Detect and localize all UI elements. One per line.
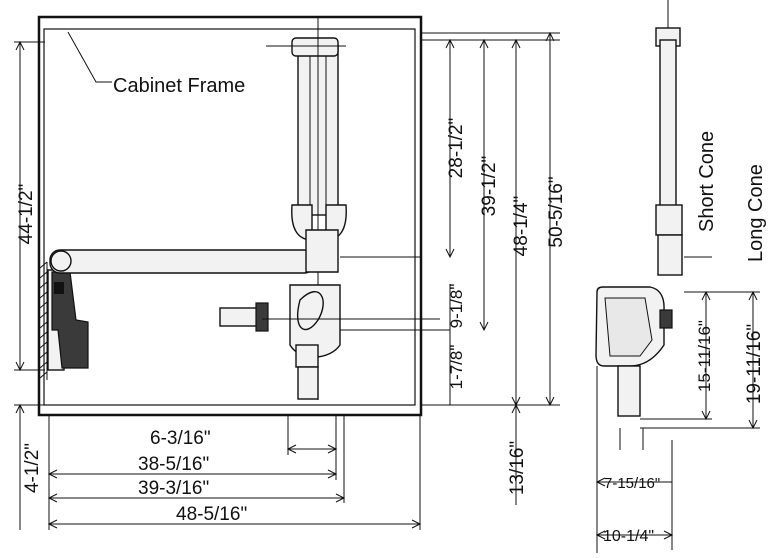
dim-48-label: 48-1/4" <box>511 196 532 257</box>
dim-19-label: 19-11/16" <box>744 324 765 404</box>
side-column <box>659 39 677 211</box>
horizontal-arm <box>49 249 315 274</box>
tube-head-knob <box>296 291 324 331</box>
dim-38-label: 38-5/16" <box>138 454 209 475</box>
arm-pivot <box>50 250 72 272</box>
column-top-cap <box>291 37 339 57</box>
dim-7-label: 7-15/16" <box>604 475 660 492</box>
dim-4-label: 4-1/2" <box>22 443 43 493</box>
side-cone-collar <box>659 309 673 329</box>
side-elbow <box>655 204 683 236</box>
cabinet-inner-frame <box>43 28 416 406</box>
cabinet-frame-label: Cabinet Frame <box>113 75 245 97</box>
wall-hatch <box>39 261 48 380</box>
long-cone-label: Long Cone <box>745 164 767 262</box>
dim-6-label: 6-3/16" <box>150 428 211 449</box>
dim-15-label: 15-11/16" <box>695 320 714 392</box>
cone-collar <box>255 302 269 332</box>
dim-44-label: 44-1/2" <box>16 184 37 245</box>
side-neck <box>657 234 683 276</box>
dim-10-label: 10-1/4" <box>603 528 654 545</box>
dim-39-label: 39-1/2" <box>479 156 500 217</box>
front-view: Cabinet Frame <box>14 15 567 530</box>
lower-cone-collar <box>295 344 319 368</box>
dim-13-label: 13/16" <box>507 441 528 495</box>
dim-50-label: 50-5/16" <box>546 176 567 247</box>
cabinet-frame-leader <box>67 31 112 83</box>
dim-48h-label: 48-5/16" <box>176 504 247 525</box>
dim-39h-label: 39-3/16" <box>138 478 209 499</box>
dim-9-label: 9-1/8" <box>447 284 466 329</box>
side-tube-face <box>604 297 653 357</box>
short-cone-label: Short Cone <box>696 131 718 232</box>
control-box-socket <box>54 282 64 294</box>
side-lower-cone <box>617 365 641 417</box>
dim-1-label: 1-7/8" <box>447 345 466 390</box>
elbow-block <box>305 229 339 273</box>
dim-28-label: 28-1/2" <box>446 118 467 179</box>
cabinet-outer-frame <box>37 15 423 417</box>
lower-cone <box>297 366 319 400</box>
side-view: Short Cone Long Cone 15-11/16" 19-11/16"… <box>595 0 767 553</box>
control-box <box>51 271 89 369</box>
